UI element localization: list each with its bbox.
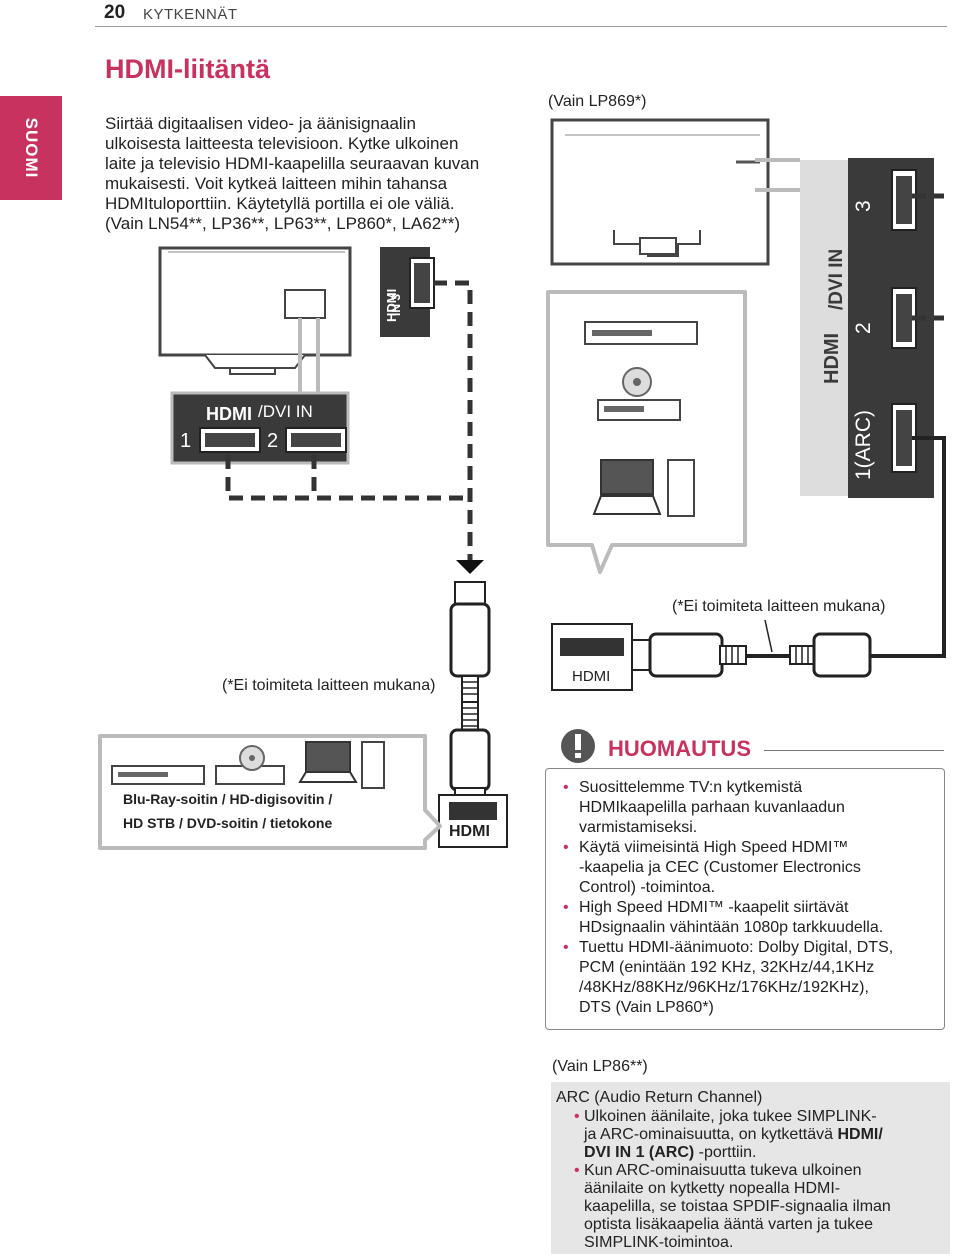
cable-arc [868,436,946,658]
intro-line: ulkoisesta laitteesta televisioon. Kytke… [105,134,459,153]
note-line: varmistamiseksi. [579,819,698,836]
page-number: 20 [104,2,126,23]
tv-back-left [158,246,352,375]
arc-heading: ARC (Audio Return Channel) [556,1089,763,1106]
lp869-label: (Vain LP869*) [548,93,647,110]
hdmi-connector-label: HDMI [572,668,611,685]
arc-line: äänilaite on kytketty nopealla HDMI- [584,1180,841,1197]
arc-line: ja ARC-ominaisuutta, on kytkettävä [584,1126,838,1143]
arc-item: Kun ARC-ominaisuutta tukeva ulkoinenääni… [556,1162,946,1252]
arc-line: Ulkoinen äänilaite, joka tukee SIMPLINK- [584,1108,877,1125]
arc-bold: DVI IN 1 (ARC) [584,1144,695,1161]
note-line: -kaapelia ja CEC (Customer Electronics [579,859,861,876]
note-item: Tuettu HDMI-äänimuoto: Dolby Digital, DT… [545,938,945,1018]
intro-line: laite ja televisio HDMI-kaapelilla seura… [105,154,480,173]
cable-dashed-right [912,193,944,321]
note-list: Suosittelemme TV:n kytkemistäHDMIkaapeli… [545,778,945,1018]
arc-line: SIMPLINK-toimintoa. [584,1234,734,1251]
left-panel-label: /DVI IN [258,402,313,421]
devices-bubble-right [546,290,747,574]
arc-line: kaapelilla, se toistaa SPDIF-signaalia i… [584,1198,891,1215]
warning-icon [561,729,595,763]
arc-bold: HDMI/ [837,1126,883,1143]
arc-model-label: (Vain LP86**) [552,1058,648,1075]
hdmi-port-box-bottom [438,794,508,848]
section-title: KYTKENNÄT [143,6,238,23]
hdmi-logo-right: HDMI [821,333,843,384]
intro-line: (Vain LN54**, LP36**, LP63**, LP860*, LA… [105,214,461,233]
note-title: HUOMAUTUS [608,736,751,761]
right-panel-label: /DVI IN [826,248,847,310]
header-rule [95,26,947,27]
intro-line: HDMItuloporttiin. Käytetyllä portilla ei… [105,194,455,213]
note-rule [764,750,944,751]
note-line: Control) -toimintoa. [579,879,716,896]
not-included-left: (*Ei toimiteta laitteen mukana) [222,677,436,694]
page-title: HDMI-liitäntä [105,54,270,84]
intro-line: Siirtää digitaalisen video- ja äänisigna… [105,114,416,133]
in3-label: IN 3 [389,293,403,316]
hdmi-port-panel-left: HDMI [170,391,350,465]
devices-bubble [98,734,442,850]
right-port-2: 2 [852,322,875,334]
hdmi-port-panel-right: HDMI [800,158,934,498]
language-tab: SUOMI [0,96,62,200]
intro-line: mukaisesti. Voit kytkeä laitteen mihin t… [105,174,448,193]
note-line: Käytä viimeisintä High Speed HDMI™ [579,839,849,856]
note-item: High Speed HDMI™ -kaapelit siirtävätHDsi… [545,898,945,938]
note-line: DTS (Vain LP860*) [579,999,714,1016]
cable-dashed-left [225,280,473,560]
note-line: /48KHz/88KHz/96KHz/176KHz/192KHz), [579,979,869,996]
right-port-3: 3 [852,200,875,212]
arc-item: Ulkoinen äänilaite, joka tukee SIMPLINK-… [556,1108,946,1162]
arc-content: ARC (Audio Return Channel) Ulkoinen ääni… [556,1088,946,1252]
note-line: HDsignaalin vähintään 1080p tarkkuudella… [579,919,884,936]
note-item: Käytä viimeisintä High Speed HDMI™ -kaape… [545,838,945,898]
hdmi-cable-horizontal [551,619,872,691]
not-included-right: (*Ei toimiteta laitteen mukana) [672,598,886,615]
intro-text: Siirtää digitaalisen video- ja äänisigna… [105,114,545,234]
hdmi-port-in3: HDMI [380,247,435,337]
note-line: PCM (enintään 192 KHz, 32KHz/44,1KHz [579,959,875,976]
hdmi-logo-in3: HDMI [384,289,399,322]
tv-back-right [550,118,770,266]
hdmi-port-label: HDMI [449,823,490,840]
note-line: Tuettu HDMI-äänimuoto: Dolby Digital, DT… [579,939,894,956]
note-item: Suosittelemme TV:n kytkemistäHDMIkaapeli… [545,778,945,838]
right-port-arc: 1(ARC) [852,409,875,480]
left-port-2: 2 [267,430,279,452]
note-line: HDMIkaapelilla parhaan kuvanlaadun [579,799,845,816]
devices-caption-2: HD STB / DVD-soitin / tietokone [123,815,333,831]
devices-caption-1: Blu-Ray-soitin / HD-digisovitin / [123,791,333,807]
note-line: Suosittelemme TV:n kytkemistä [579,779,803,796]
note-line: High Speed HDMI™ -kaapelit siirtävät [579,899,849,916]
left-port-1: 1 [180,430,192,452]
hdmi-logo-left: HDMI [206,404,252,424]
arc-line: Kun ARC-ominaisuutta tukeva ulkoinen [584,1162,862,1179]
hdmi-plug-top [449,581,491,809]
arc-line: -porttiin. [694,1144,757,1161]
arc-line: optista lisäkaapelia ääntä varten ja tuk… [584,1216,874,1233]
